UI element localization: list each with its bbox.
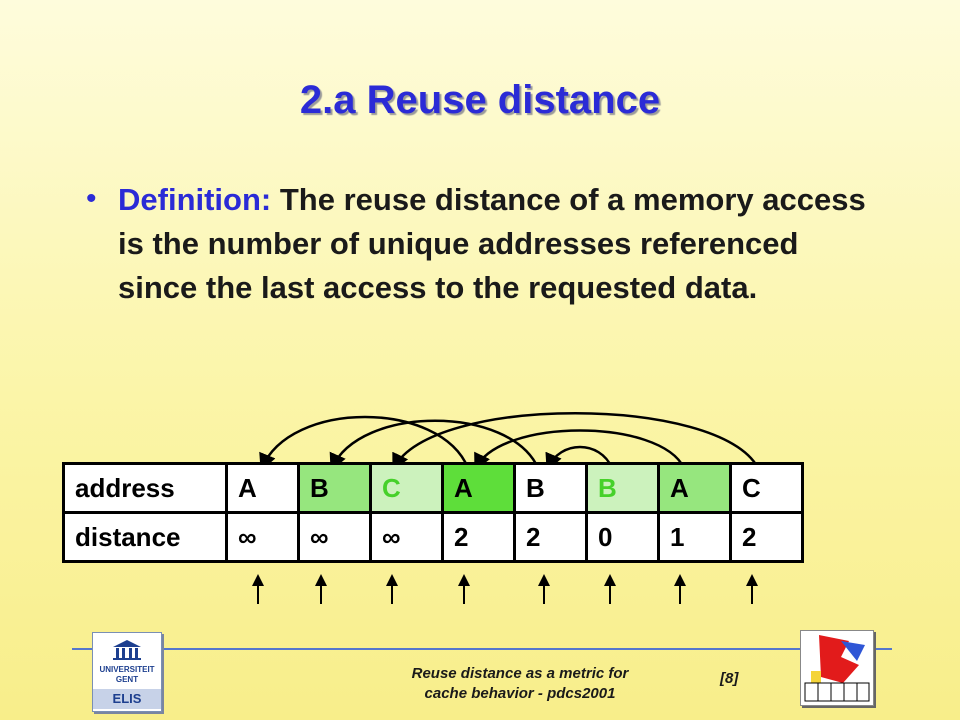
address-cell: B: [585, 462, 660, 514]
university-building-icon: [113, 640, 141, 660]
arc-c-to-c: [392, 412, 760, 472]
address-row: address A B C A B B A C: [62, 462, 804, 514]
reuse-distance-table: address A B C A B B A C distance ∞ ∞ ∞ 2…: [62, 462, 804, 563]
ugent-logo: UNIVERSITEIT GENT ELIS: [92, 632, 162, 712]
distance-cell: 2: [513, 511, 588, 563]
address-cell: A: [657, 462, 732, 514]
arc-a-to-a: [259, 415, 470, 472]
address-cell: B: [513, 462, 588, 514]
distance-cell: 1: [657, 511, 732, 563]
definition-label: Definition:: [118, 182, 272, 217]
footer-divider: [72, 648, 892, 650]
slide-title: 2.a Reuse distance: [299, 78, 661, 122]
distance-cell: 2: [441, 511, 516, 563]
definition-bullet: • Definition: The reuse distance of a me…: [86, 178, 886, 310]
address-cell: A: [225, 462, 300, 514]
footer-text: Reuse distance as a metric for cache beh…: [411, 665, 629, 702]
row-header-distance: distance: [62, 511, 228, 563]
bullet-dot-icon: •: [86, 182, 97, 215]
address-cell: A: [441, 462, 516, 514]
paris-logo: [800, 630, 874, 706]
distance-row: distance ∞ ∞ ∞ 2 2 0 1 2: [62, 511, 804, 563]
paris-logo-graphic: [804, 635, 870, 702]
ugent-line1: UNIVERSITEIT: [99, 665, 155, 674]
distance-cell: ∞: [225, 511, 300, 563]
distance-cell: ∞: [369, 511, 444, 563]
definition-text: Definition: The reuse distance of a memo…: [118, 178, 886, 310]
ugent-dept: ELIS: [93, 689, 161, 709]
arc-a-to-a-2: [474, 429, 686, 472]
ugent-line2: GENT: [115, 675, 139, 684]
address-cell: C: [369, 462, 444, 514]
row-header-address: address: [62, 462, 228, 514]
access-arrows: [252, 574, 758, 604]
page-number: [8]: [720, 670, 739, 687]
definition-body: The reuse distance of a memory access is…: [118, 182, 866, 305]
arc-b-to-b: [329, 419, 540, 472]
arc-b-to-b-near: [545, 445, 614, 472]
distance-cell: 0: [585, 511, 660, 563]
address-cell: B: [297, 462, 372, 514]
distance-cell: 2: [729, 511, 804, 563]
address-cell: C: [729, 462, 804, 514]
distance-cell: ∞: [297, 511, 372, 563]
